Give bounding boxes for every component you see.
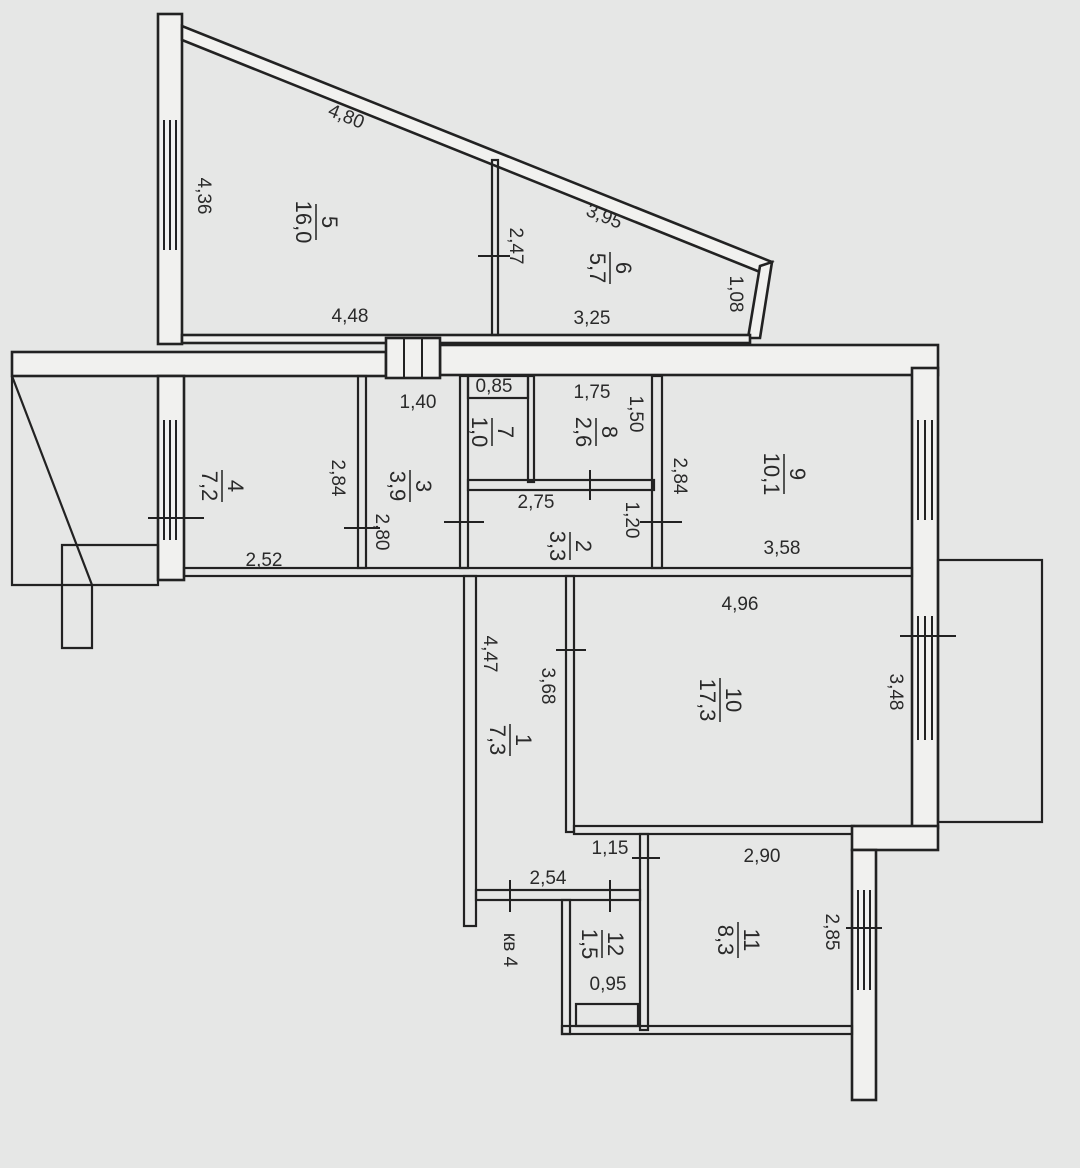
dim-3-58: 3,58: [764, 538, 801, 559]
dim-0-95: 0,95: [590, 974, 627, 995]
top-wall-left: [10, 350, 388, 378]
room-3-area: 3,9: [385, 471, 410, 502]
room-9-number: 9: [785, 468, 810, 480]
dim-2-85: 2,85: [821, 914, 842, 951]
room-1-label: 1 7,3: [485, 724, 536, 756]
partition-9: [650, 374, 664, 570]
left-stair-outline: [10, 375, 160, 650]
room-4-number: 4: [223, 480, 248, 492]
bath12-fixture: [574, 1002, 640, 1028]
dim-2-84-right: 2,84: [669, 458, 690, 495]
room-10-label: 10 17,3: [695, 678, 746, 722]
room-3-label: 3 3,9: [385, 470, 436, 502]
bath12-left: [560, 898, 572, 1036]
balcony-slanted-rail: [180, 24, 775, 274]
dim-4-36: 4,36: [193, 178, 214, 215]
dim-3-68: 3,68: [537, 668, 558, 705]
room-2-area: 3,3: [545, 531, 570, 562]
room-6-number: 6: [611, 262, 636, 274]
room-5-area: 16,0: [291, 201, 316, 244]
room-1-area: 7,3: [485, 725, 510, 756]
partition-hall-12: [474, 888, 642, 902]
window-room-4: [163, 420, 177, 540]
dim-4-47: 4,47: [479, 636, 500, 673]
dim-2-84-left: 2,84: [327, 460, 348, 497]
balcony-bottom-rail: [180, 333, 752, 345]
room-12-label: 12 1,5: [577, 929, 628, 960]
room-6-label: 6 5,7: [585, 252, 636, 284]
room-3-number: 3: [411, 480, 436, 492]
dim-2-75: 2,75: [518, 492, 555, 513]
room-5-number: 5: [317, 216, 342, 228]
room-7-label: 7 1,0: [467, 417, 518, 448]
room-8-number: 8: [597, 426, 622, 438]
window-room-11: [857, 890, 871, 990]
balcony-left-wall: [156, 12, 184, 346]
hall-left-wall: [462, 574, 478, 928]
top-wall-door-frame: [384, 336, 442, 380]
window-room-9: [917, 420, 933, 520]
room-12-area: 1,5: [577, 929, 602, 960]
balcony-partition: [490, 158, 500, 337]
right-loggia: [936, 558, 1044, 824]
room-1-number: 1: [511, 734, 536, 746]
right-lower-step: [850, 824, 940, 852]
dim-4-96: 4,96: [722, 594, 759, 615]
top-wall-right: [438, 343, 940, 377]
room-4-area: 7,2: [197, 471, 222, 502]
dim-1-40: 1,40: [400, 392, 437, 413]
partition-12-11: [638, 832, 650, 1032]
partition-1-10: [564, 574, 576, 834]
partition-10-11: [572, 824, 856, 836]
dim-0-85: 0,85: [476, 376, 513, 397]
dim-4-48: 4,48: [332, 306, 369, 327]
room-7-number: 7: [493, 426, 518, 438]
window-door-gap: [403, 338, 423, 378]
dim-1-50: 1,50: [625, 396, 646, 433]
dim-1-75: 1,75: [574, 382, 611, 403]
room-10-number: 10: [721, 688, 746, 712]
middle-wall: [182, 566, 914, 578]
room-8-label: 8 2,6: [571, 417, 622, 448]
partition-3-4: [356, 374, 368, 570]
room-6-area: 5,7: [585, 253, 610, 284]
room-11-number: 11: [739, 929, 764, 952]
room-5-label: 5 16,0: [291, 201, 342, 244]
dim-1-15: 1,15: [592, 838, 629, 859]
window-balcony-left: [163, 120, 177, 250]
room-9-area: 10,1: [759, 453, 784, 496]
dim-2-54: 2,54: [530, 868, 567, 889]
dimension-ticks: [148, 255, 956, 929]
dim-3-48: 3,48: [885, 674, 906, 711]
partition-8-2: [466, 478, 656, 492]
room-10-area: 17,3: [695, 679, 720, 722]
dim-3-25: 3,25: [574, 308, 611, 329]
dim-1-20: 1,20: [621, 502, 642, 539]
room-2-label: 2 3,3: [545, 531, 596, 562]
walls: [10, 12, 1044, 1102]
dim-2-47: 2,47: [505, 228, 526, 265]
dimension-labels: 4,80 4,36 2,47 3,95 1,08 4,48 3,25 1,40 …: [193, 100, 906, 995]
bottom-wall: [560, 1024, 854, 1036]
dim-2-90: 2,90: [744, 846, 781, 867]
dim-2-80: 2,80: [371, 514, 392, 551]
dim-1-08: 1,08: [725, 276, 746, 313]
dim-2-52: 2,52: [246, 550, 283, 571]
balcony-end-wall: [746, 260, 774, 340]
room-7-area: 1,0: [467, 417, 492, 448]
room-8-area: 2,6: [571, 417, 596, 448]
room-9-label: 9 10,1: [759, 453, 810, 496]
room-labels: 5 16,0 6 5,7 4 7,2 3 3,9 7 1,0 8 2,6: [197, 201, 810, 960]
room-2-number: 2: [571, 540, 596, 552]
partition-7-8: [526, 374, 536, 484]
room-12-number: 12: [603, 932, 628, 956]
partition-3-2: [458, 374, 470, 570]
room-11-area: 8,3: [713, 925, 738, 956]
apartment-label: кв 4: [499, 933, 520, 968]
room-11-label: 11 8,3: [713, 922, 764, 958]
room-4-label: 4 7,2: [197, 470, 248, 502]
